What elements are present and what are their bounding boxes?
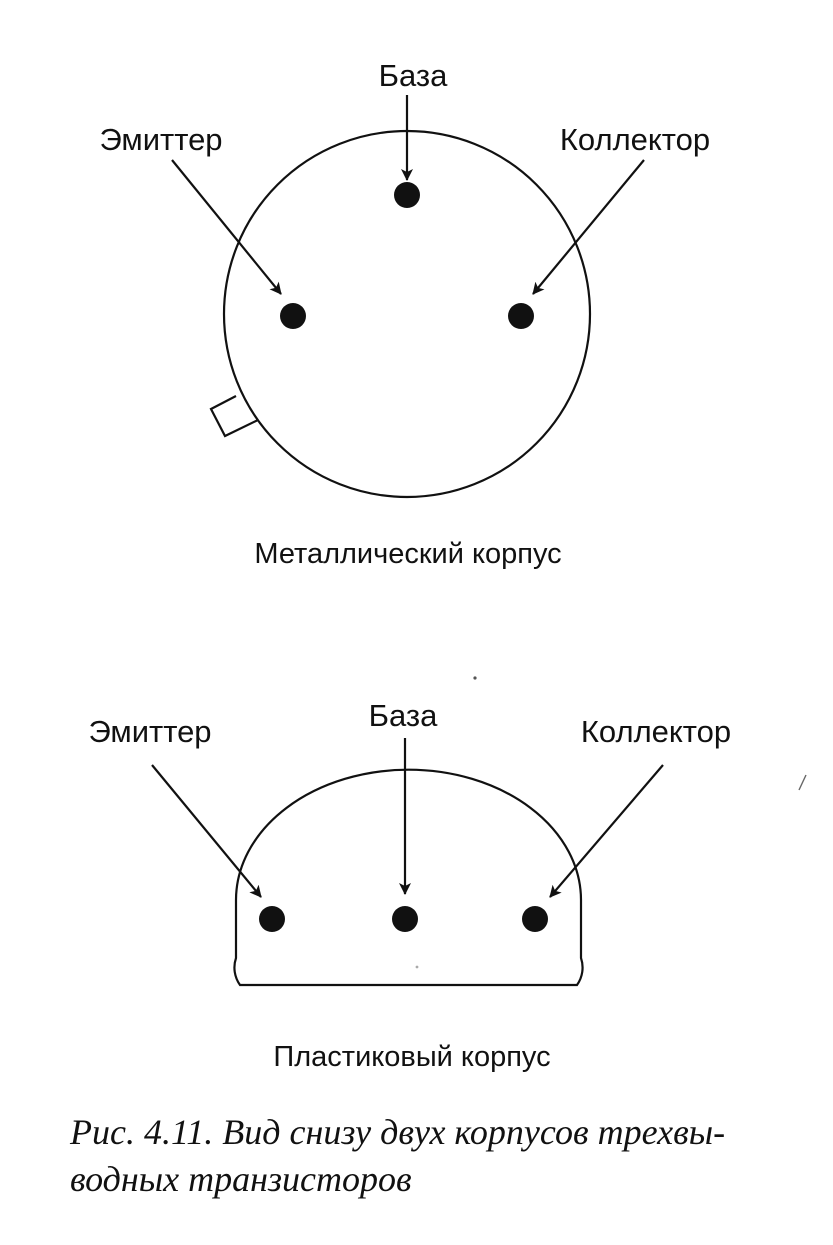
- print-speck: [415, 965, 419, 969]
- plastic-base-pin: [392, 906, 418, 932]
- plastic-collector-pin: [522, 906, 548, 932]
- metal-package-caption: Металлический корпус: [254, 538, 561, 570]
- print-speck: [798, 774, 807, 791]
- plastic-case-outline: [233, 768, 584, 987]
- plastic-collector-label: Коллектор: [581, 714, 731, 749]
- plastic-emitter-pin: [259, 906, 285, 932]
- metal-emitter-label: Эмиттер: [99, 122, 222, 157]
- metal-package-diagram: База Эмиттер Коллектор Металлический кор…: [99, 58, 710, 570]
- plastic-emitter-arrow: [151, 764, 262, 898]
- plastic-package-diagram: База Эмиттер Коллектор Пластиковый корпу…: [88, 698, 731, 1073]
- metal-collector-label: Коллектор: [560, 122, 710, 157]
- metal-emitter-arrow: [171, 159, 282, 295]
- metal-collector-pin: [508, 303, 534, 329]
- metal-base-pin: [394, 182, 420, 208]
- metal-collector-arrow: [532, 159, 645, 295]
- metal-case-key-tab: [209, 395, 259, 438]
- plastic-base-label: База: [369, 698, 438, 733]
- plastic-emitter-label: Эмиттер: [88, 714, 211, 749]
- metal-emitter-pin: [280, 303, 306, 329]
- metal-base-label: База: [379, 58, 448, 93]
- figure-caption-line-1: Рис. 4.11. Вид снизу двух корпусов трехв…: [69, 1112, 725, 1152]
- print-speck: [473, 676, 477, 680]
- figure-caption-line-2: водных транзисторов: [70, 1159, 412, 1199]
- plastic-package-caption: Пластиковый корпус: [273, 1041, 550, 1073]
- plastic-collector-arrow: [549, 764, 664, 898]
